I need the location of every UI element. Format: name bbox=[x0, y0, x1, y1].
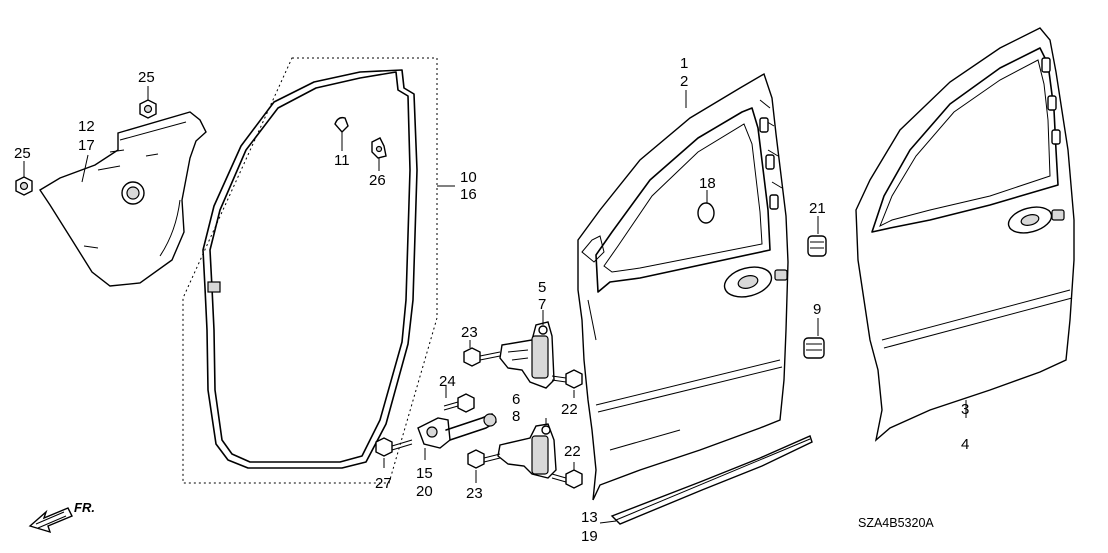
clip-26[interactable] bbox=[371, 137, 387, 159]
callout-8: 8 bbox=[512, 408, 520, 425]
callout-1: 1 bbox=[680, 55, 688, 72]
callout-25-top: 25 bbox=[138, 69, 155, 86]
callout-12: 12 bbox=[78, 118, 95, 135]
upper-hinge[interactable] bbox=[499, 321, 555, 389]
callout-16: 16 bbox=[460, 186, 477, 203]
callout-10: 10 bbox=[460, 169, 477, 186]
front-direction-arrow-icon bbox=[28, 507, 73, 534]
callout-13: 13 bbox=[581, 509, 598, 526]
callout-22-lower: 22 bbox=[564, 443, 581, 460]
callout-18: 18 bbox=[699, 175, 716, 192]
bolt-22-lower[interactable] bbox=[551, 469, 583, 489]
callout-19: 19 bbox=[581, 528, 598, 545]
plug-18[interactable] bbox=[697, 202, 715, 224]
callout-23-lower: 23 bbox=[466, 485, 483, 502]
leader-lines bbox=[23, 86, 967, 524]
callout-3: 3 bbox=[961, 401, 969, 418]
bolt-24[interactable] bbox=[443, 393, 475, 413]
door-skin-outer-panel[interactable] bbox=[855, 27, 1075, 442]
weatherstrip-group-outline bbox=[182, 57, 438, 484]
clip-25-left[interactable] bbox=[15, 176, 33, 196]
stopper-21[interactable] bbox=[807, 235, 827, 257]
door-weatherstrip[interactable] bbox=[202, 69, 418, 469]
clip-11[interactable] bbox=[334, 116, 349, 146]
callout-23-upper: 23 bbox=[461, 324, 478, 341]
bolt-23-upper[interactable] bbox=[463, 347, 501, 367]
callout-22-upper: 22 bbox=[561, 401, 578, 418]
callout-2: 2 bbox=[680, 73, 688, 90]
callout-26: 26 bbox=[369, 172, 386, 189]
lower-hinge[interactable] bbox=[497, 423, 557, 479]
callout-9: 9 bbox=[813, 301, 821, 318]
callout-21: 21 bbox=[809, 200, 826, 217]
callout-6: 6 bbox=[512, 391, 520, 408]
front-door-shell[interactable] bbox=[577, 72, 789, 501]
callout-27: 27 bbox=[375, 475, 392, 492]
callout-15: 15 bbox=[416, 465, 433, 482]
callout-25-left: 25 bbox=[14, 145, 31, 162]
callout-20: 20 bbox=[416, 483, 433, 500]
diagram-reference-code: SZA4B5320A bbox=[858, 516, 934, 530]
door-cover-panel[interactable] bbox=[39, 111, 207, 287]
front-direction-label: FR. bbox=[74, 500, 95, 515]
callout-24: 24 bbox=[439, 373, 456, 390]
callout-4: 4 bbox=[961, 436, 969, 453]
bolt-27[interactable] bbox=[375, 437, 413, 457]
bolt-23-lower[interactable] bbox=[467, 449, 501, 469]
callout-7: 7 bbox=[538, 296, 546, 313]
door-checker[interactable] bbox=[417, 413, 497, 449]
door-sill-molding[interactable] bbox=[610, 435, 813, 525]
callout-17: 17 bbox=[78, 137, 95, 154]
callout-5: 5 bbox=[538, 279, 546, 296]
bolt-22-upper[interactable] bbox=[551, 369, 583, 389]
clip-25-upper[interactable] bbox=[139, 99, 157, 119]
callout-11: 11 bbox=[334, 152, 350, 169]
stopper-9[interactable] bbox=[803, 337, 825, 359]
